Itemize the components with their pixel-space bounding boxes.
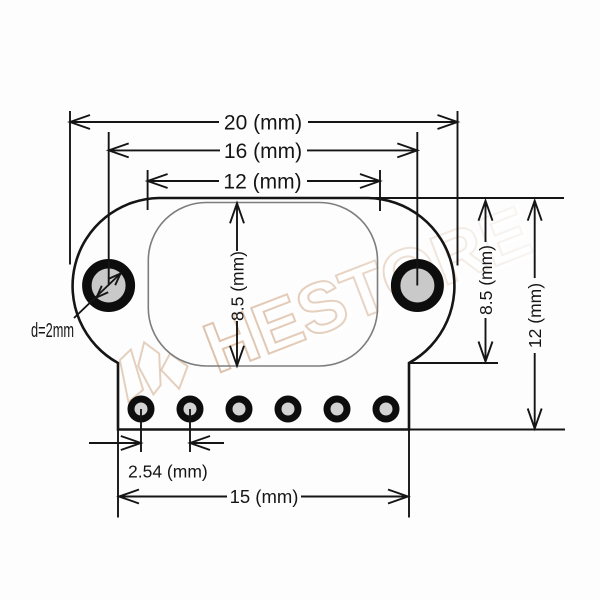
arrow-12mm-left bbox=[144, 173, 168, 189]
pin-hole-5 bbox=[323, 395, 351, 423]
pin-hole-6 bbox=[372, 395, 400, 423]
arrow-85mm-inner-bottom bbox=[229, 345, 245, 369]
arrow-20mm-left bbox=[67, 114, 91, 130]
arrow-12mm-right-bottom bbox=[526, 408, 543, 432]
arrow-15mm-left bbox=[116, 488, 140, 505]
label-pin-row-width: 15 (mm) bbox=[230, 486, 299, 507]
pin-hole-4 bbox=[274, 395, 302, 423]
label-right-overall-height: 12 (mm) bbox=[525, 283, 545, 348]
arrow-hole-diameter-sw bbox=[94, 285, 109, 300]
watermark-logo-shape bbox=[159, 352, 189, 391]
sensor-window-outline bbox=[147, 201, 379, 367]
label-inner-width: 12 (mm) bbox=[223, 171, 301, 194]
dimension-labels: 20 (mm) 16 (mm) 12 (mm) 8.5 (mm) 8.5 (mm… bbox=[31, 112, 545, 508]
arrow-20mm-right bbox=[437, 114, 461, 130]
label-hole-spacing: 16 (mm) bbox=[224, 140, 302, 163]
arrow-16mm-left bbox=[105, 142, 130, 159]
arrow-85mm-right-top bbox=[477, 197, 494, 222]
dimension-lines bbox=[67, 111, 565, 518]
arrow-12mm-right-top bbox=[526, 197, 543, 222]
arrow-15mm-right bbox=[387, 488, 411, 505]
arrow-85mm-inner-top bbox=[229, 200, 245, 224]
pin-hole-3 bbox=[225, 395, 253, 423]
arrow-254mm-left bbox=[120, 435, 144, 451]
watermark-logo-shape bbox=[118, 347, 145, 404]
watermark-logo-shape bbox=[137, 340, 162, 397]
arrow-12mm-right bbox=[359, 173, 383, 189]
arrow-hole-diameter-ne bbox=[108, 271, 123, 286]
label-overall-width: 20 (mm) bbox=[224, 112, 302, 135]
label-pin-pitch: 2.54 (mm) bbox=[128, 462, 208, 482]
label-right-body-height: 8.5 (mm) bbox=[476, 245, 496, 315]
label-hole-diameter: d=2mm bbox=[31, 319, 74, 342]
label-inner-height: 8.5 (mm) bbox=[227, 251, 247, 321]
arrow-16mm-right bbox=[396, 142, 421, 159]
watermark-logo bbox=[118, 340, 189, 404]
arrow-85mm-right-bottom bbox=[477, 341, 494, 365]
arrow-254mm-right bbox=[187, 435, 211, 451]
